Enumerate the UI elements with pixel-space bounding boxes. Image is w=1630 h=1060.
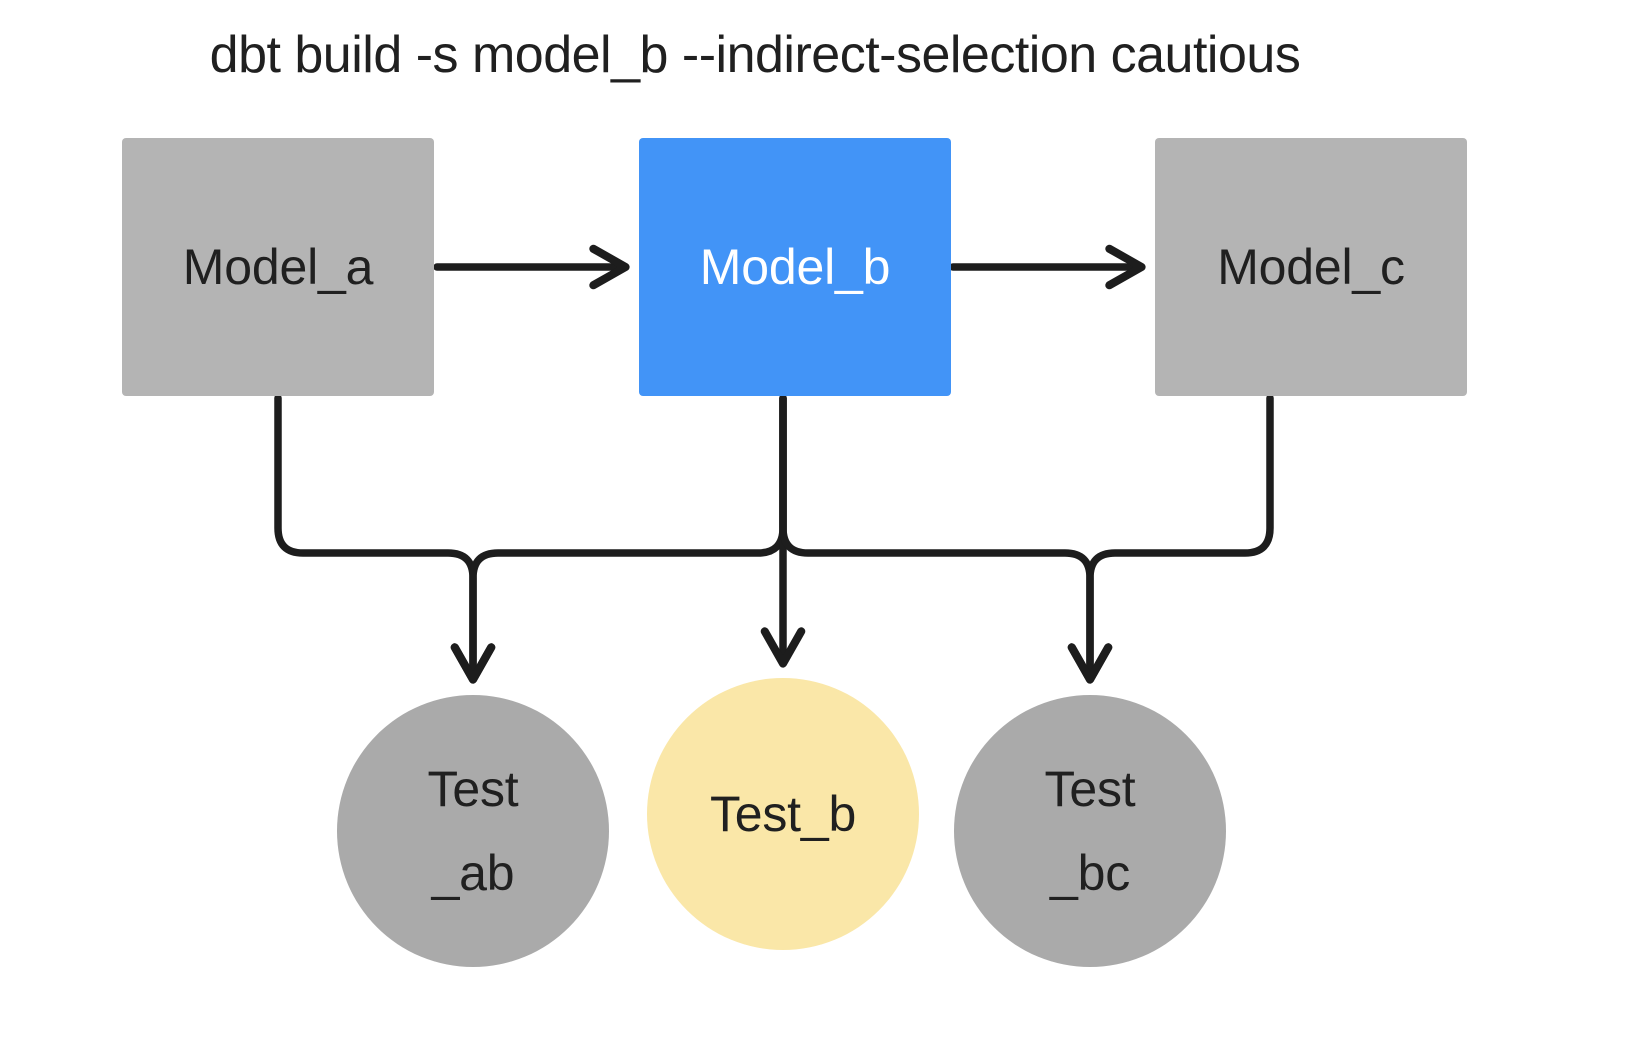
edge-model-c-to-test-bc — [1067, 394, 1274, 684]
node-test-bc-label-line2: _bc — [1049, 845, 1130, 901]
node-test-ab[interactable]: Test _ab — [337, 695, 609, 967]
node-test-ab-label-line2: _ab — [431, 845, 515, 901]
node-test-ab-label-line1: Test — [427, 761, 519, 817]
node-model-c[interactable]: Model_c — [1155, 138, 1467, 396]
node-test-b[interactable]: Test_b — [647, 678, 919, 950]
edge-model-b-to-test-ab — [450, 394, 787, 684]
node-model-c-label: Model_c — [1217, 239, 1405, 295]
node-test-b-label-line1: Test_b — [709, 786, 857, 842]
node-test-bc[interactable]: Test _bc — [954, 695, 1226, 967]
node-model-b[interactable]: Model_b — [639, 138, 951, 396]
node-test-bc-label-line1: Test — [1044, 761, 1136, 817]
node-model-b-label: Model_b — [699, 239, 891, 295]
node-model-a[interactable]: Model_a — [122, 138, 434, 396]
node-model-a-label: Model_a — [182, 239, 374, 295]
page-title: dbt build -s model_b --indirect-selectio… — [209, 26, 1301, 84]
edge-model-b-to-test-bc — [779, 394, 1113, 684]
edge-model-a-to-test-ab — [274, 394, 496, 684]
